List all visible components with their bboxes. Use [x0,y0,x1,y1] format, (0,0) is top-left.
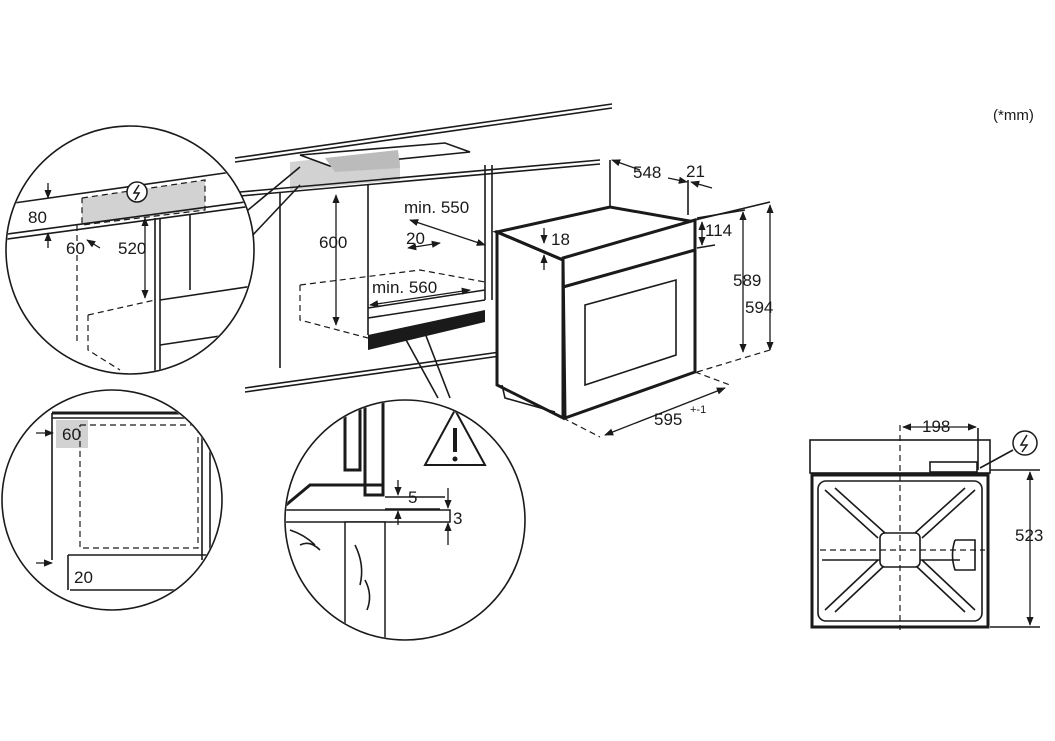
dim-548: 548 [633,163,661,182]
dim-80: 80 [28,208,47,227]
dim-114: 114 [705,221,732,240]
dim-60: 60 [66,239,85,258]
dim-20-side: 20 [74,568,93,587]
top-view: 198 523 [809,417,1043,630]
oven: 548 21 18 114 589 594 595 +-1 [492,159,774,438]
dim-600: 600 [319,233,347,252]
dim-523: 523 [1015,526,1043,545]
dim-60-side: 60 [62,425,81,444]
dim-21: 21 [686,162,705,181]
detail-side-clearance: 60 20 [1,389,223,611]
detail-gap: 5 3 [284,327,526,641]
power-icon [126,181,148,203]
dim-5: 5 [408,488,417,507]
worktop-cabinet: 600 min. 550 20 min. 560 [234,103,613,393]
dim-589: 589 [733,271,761,290]
dim-595: 595 [654,410,682,429]
dim-520: 520 [118,239,146,258]
dim-198: 198 [922,417,950,436]
dim-3: 3 [453,509,462,528]
dim-min-560: min. 560 [372,278,437,297]
dim-594: 594 [745,298,773,317]
power-icon [1012,430,1038,456]
dim-min-550: min. 550 [404,198,469,217]
dim-18: 18 [551,230,570,249]
dim-595-tolerance: +-1 [690,404,706,416]
detail-socket-position: 80 60 520 [5,125,301,375]
unit-note: (*mm) [993,107,1034,124]
dim-20: 20 [406,229,425,248]
